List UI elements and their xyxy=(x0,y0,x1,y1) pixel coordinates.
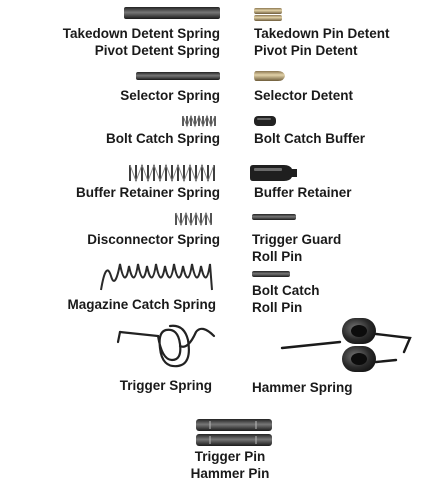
disconnector-spring-image xyxy=(175,211,212,227)
hammer-spring-image xyxy=(280,318,412,372)
trigger-hammer-pins-image xyxy=(196,419,272,446)
trigger-spring-label: Trigger Spring xyxy=(119,378,212,393)
selector-detent-label: Selector Detent xyxy=(254,88,354,103)
trigger-guard-roll-pin-image xyxy=(252,214,296,220)
hammer-spring-label: Hammer Spring xyxy=(252,380,353,395)
takedown-pin-detent-image xyxy=(254,8,282,21)
selector-spring-label: Selector Spring xyxy=(120,88,220,103)
buffer-retainer-label: Buffer Retainer xyxy=(254,185,352,200)
pivot-detent-spring-label: Pivot Detent Spring xyxy=(94,43,220,58)
disconnector-spring-label: Disconnector Spring xyxy=(87,232,220,247)
magazine-catch-spring-label: Magazine Catch Spring xyxy=(67,297,216,312)
buffer-retainer-spring-image xyxy=(129,163,215,183)
bolt-catch-spring-label: Bolt Catch Spring xyxy=(106,131,220,146)
buffer-retainer-image xyxy=(250,165,297,181)
trigger-guard-roll-pin-label-1: Trigger Guard xyxy=(252,232,342,247)
bolt-catch-spring-image xyxy=(182,114,216,128)
bolt-catch-roll-pin-image xyxy=(252,271,290,277)
trigger-pin-label: Trigger Pin xyxy=(194,449,266,464)
trigger-spring-image xyxy=(116,324,216,368)
magazine-catch-spring-image xyxy=(100,263,213,291)
pivot-pin-detent-label: Pivot Pin Detent xyxy=(254,43,358,58)
bolt-catch-buffer-image xyxy=(254,116,276,126)
selector-detent-image xyxy=(254,71,285,81)
buffer-retainer-spring-label: Buffer Retainer Spring xyxy=(75,185,220,200)
takedown-detent-spring-label: Takedown Detent Spring xyxy=(62,26,220,41)
takedown-detent-spring-image xyxy=(124,7,220,19)
bolt-catch-roll-pin-label-1: Bolt Catch xyxy=(252,283,320,298)
takedown-pin-detent-label: Takedown Pin Detent xyxy=(254,26,390,41)
bolt-catch-roll-pin-label-2: Roll Pin xyxy=(252,300,303,315)
trigger-guard-roll-pin-label-2: Roll Pin xyxy=(252,249,303,264)
selector-spring-image xyxy=(136,72,220,80)
bolt-catch-buffer-label: Bolt Catch Buffer xyxy=(254,131,365,146)
hammer-pin-label: Hammer Pin xyxy=(190,466,270,481)
